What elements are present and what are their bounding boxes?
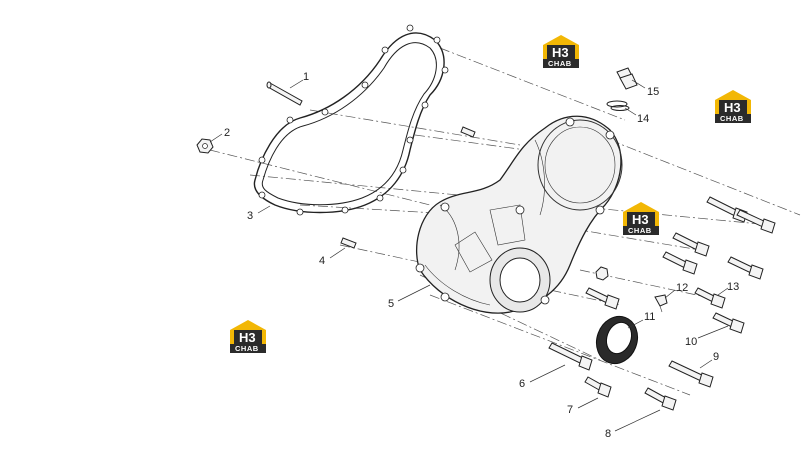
dowel-pin-upper — [460, 126, 476, 138]
callout-11: 11 — [644, 311, 655, 323]
svg-text:CHAB: CHAB — [235, 344, 259, 353]
bolt-upper-1 — [706, 196, 748, 223]
svg-text:CHAB: CHAB — [628, 226, 652, 235]
bolt-upper-2 — [736, 209, 776, 234]
callout-9: 9 — [713, 351, 719, 363]
callout-4: 4 — [319, 255, 325, 267]
svg-text:H3: H3 — [632, 212, 649, 227]
bolt-13 — [694, 287, 726, 309]
bolts — [548, 196, 776, 411]
bolt-6 — [548, 342, 593, 371]
nut — [196, 138, 214, 154]
leader-lines — [209, 79, 729, 432]
callout-12: 12 — [676, 282, 688, 294]
oil-seal — [595, 315, 639, 365]
watermark-logo: H3 CHAB — [543, 35, 579, 68]
dowel-pin — [340, 237, 357, 249]
gasket-bolt-holes — [258, 24, 449, 216]
cover-nut — [595, 266, 609, 281]
callout-5: 5 — [388, 298, 394, 310]
bolt-mid-1 — [585, 287, 620, 310]
callout-7: 7 — [567, 404, 573, 416]
callout-10: 10 — [685, 336, 697, 348]
gasket — [253, 24, 449, 216]
callout-15: 15 — [647, 86, 659, 98]
bolt-8 — [644, 387, 677, 411]
cap-plug — [616, 67, 638, 90]
callout-13: 13 — [727, 281, 739, 293]
callout-2: 2 — [224, 127, 230, 139]
engine-cover — [415, 115, 623, 314]
watermark-logo: H3 CHAB — [715, 90, 751, 123]
watermark-logo: H3 CHAB — [623, 202, 659, 235]
callout-8: 8 — [605, 428, 611, 440]
callout-labels: 1 2 3 4 5 6 7 8 9 10 11 12 13 14 15 — [224, 71, 739, 440]
stud — [266, 81, 303, 106]
callout-1: 1 — [303, 71, 309, 83]
svg-text:H3: H3 — [724, 100, 741, 115]
bolt-mid-4 — [727, 256, 764, 280]
callout-6: 6 — [519, 378, 525, 390]
bolt-10 — [712, 312, 745, 334]
callout-3: 3 — [247, 210, 253, 222]
bolt-mid-2 — [662, 251, 698, 275]
callout-14: 14 — [637, 113, 649, 125]
svg-text:CHAB: CHAB — [720, 114, 744, 123]
bolt-7 — [584, 376, 612, 398]
svg-text:H3: H3 — [239, 330, 256, 345]
svg-text:H3: H3 — [552, 45, 569, 60]
bolt-9 — [668, 360, 714, 388]
o-ring — [606, 100, 630, 111]
svg-text:CHAB: CHAB — [548, 59, 572, 68]
plug — [654, 294, 668, 313]
watermark-logo: H3 CHAB — [230, 320, 266, 353]
bolt-mid-3 — [672, 232, 710, 257]
